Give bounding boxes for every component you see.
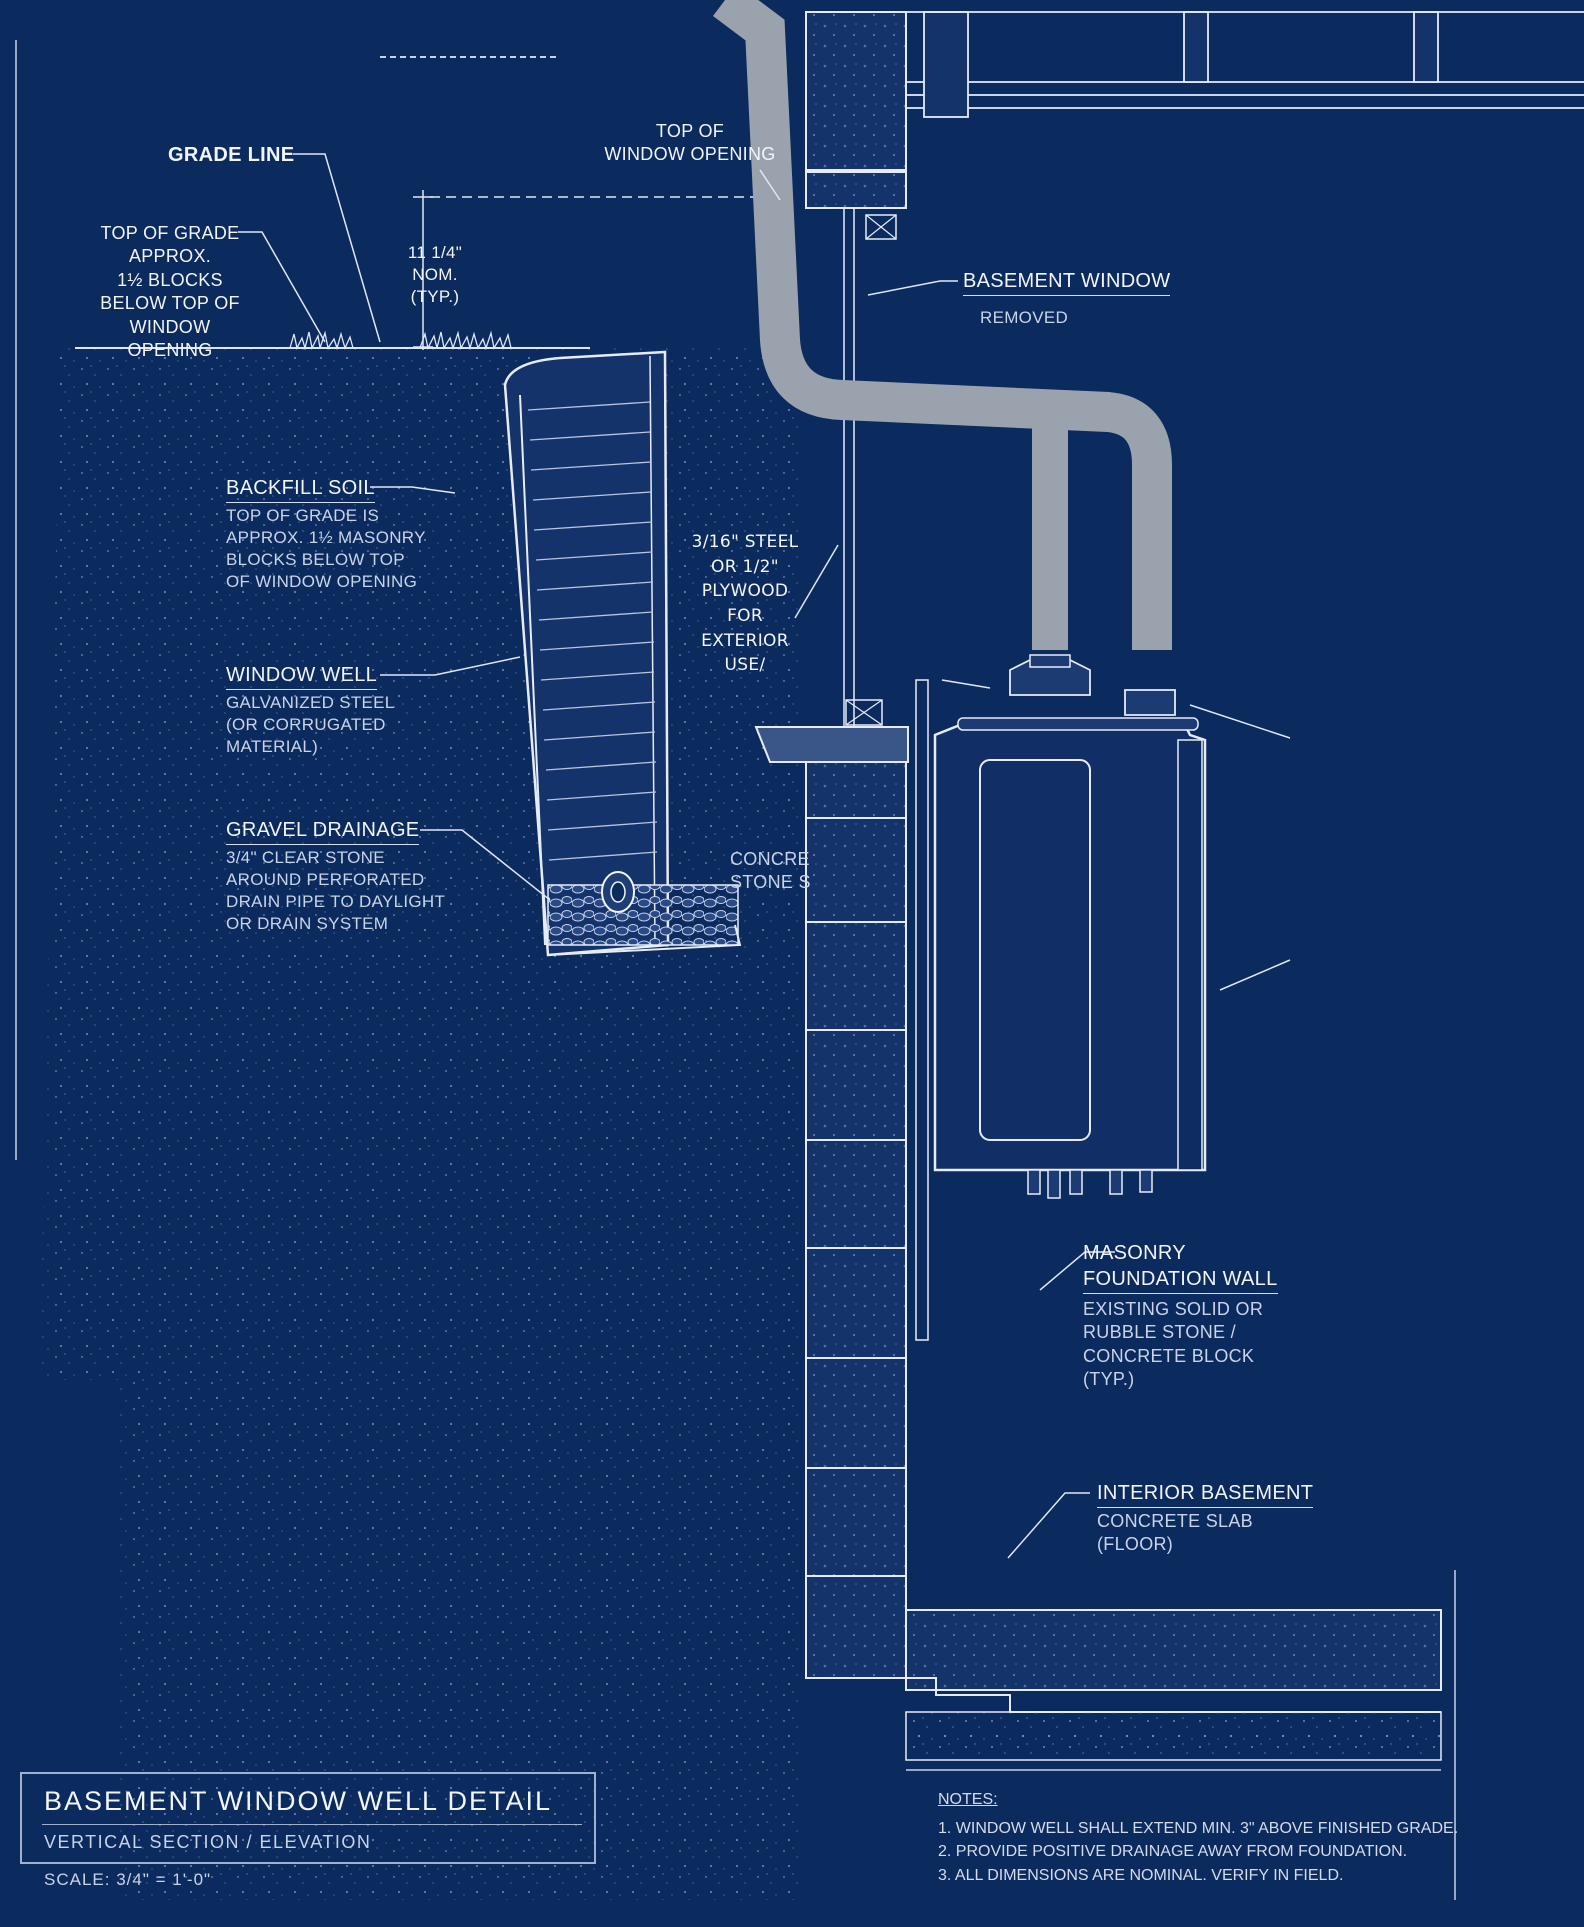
basement-slab: [905, 1570, 1456, 1900]
note-item: 1. WINDOW WELL SHALL EXTEND MIN. 3" ABOV…: [938, 1820, 1459, 1838]
backfill-soil-sub: TOP OF GRADE IS APPROX. 1½ MASONRY BLOCK…: [226, 506, 426, 592]
notes-block: NOTES: 1. WINDOW WELL SHALL EXTEND MIN. …: [938, 1788, 1458, 1887]
grade-line-label: GRADE LINE: [168, 144, 295, 166]
grade-line: [75, 330, 590, 351]
drawing-scale: SCALE: 3/4" = 1'-0": [44, 1870, 212, 1889]
interior-basement-sub: CONCRETE SLAB (FLOOR): [1097, 1511, 1253, 1555]
dimension-label: 11 1/4" NOM. (TYP.): [407, 243, 463, 307]
drawing-subtitle: VERTICAL SECTION / ELEVATION: [44, 1832, 372, 1852]
backfill-soil-label: BACKFILL SOIL: [226, 475, 375, 503]
note-item: 3. ALL DIMENSIONS ARE NOMINAL. VERIFY IN…: [938, 1866, 1344, 1884]
basement-window-label: BASEMENT WINDOW: [963, 268, 1171, 296]
window-sill: [754, 699, 909, 763]
floor-framing: [906, 11, 1584, 118]
top-of-window-opening-label: TOP OF WINDOW OPENING: [604, 121, 776, 165]
notes-title: NOTES:: [938, 1791, 998, 1808]
mounting-board: [915, 679, 929, 1341]
masonry-wall-sub: EXISTING SOLID OR RUBBLE STONE / CONCRET…: [1083, 1299, 1264, 1390]
masonry-foundation-wall: [805, 761, 907, 1679]
window-well: [503, 350, 742, 957]
top-of-grade-note: TOP OF GRADE APPROX. 1½ BLOCKS BELOW TOP…: [100, 223, 240, 360]
window-header: [805, 11, 907, 240]
window-well-sub: GALVANIZED STEEL (OR CORRUGATED MATERIAL…: [226, 693, 395, 757]
masonry-wall-label: MASONRY FOUNDATION WALL: [1083, 1240, 1278, 1294]
note-item: 2. PROVIDE POSITIVE DRAINAGE AWAY FROM F…: [938, 1843, 1408, 1861]
wall-mounted-appliance: [930, 650, 1350, 1240]
gravel-drainage-sub: 3/4" CLEAR STONE AROUND PERFORATED DRAIN…: [226, 848, 446, 934]
basement-window-sub: REMOVED: [980, 308, 1069, 327]
title-block: BASEMENT WINDOW WELL DETAIL VERTICAL SEC…: [20, 1772, 596, 1864]
leader-lines: [238, 153, 1291, 1559]
dimension-marker: [413, 190, 790, 350]
drawing-title: BASEMENT WINDOW WELL DETAIL: [44, 1786, 553, 1816]
vent-pipe: [713, 0, 1172, 688]
gravel-drainage-label: GRAVEL DRAINAGE: [226, 817, 420, 845]
window-well-label: WINDOW WELL: [226, 662, 378, 690]
interior-basement-label: INTERIOR BASEMENT: [1097, 1480, 1314, 1508]
steel-plywood-label: 3/16" STEEL OR 1/2" PLYWOOD FOR EXTERIOR…: [691, 532, 799, 676]
concrete-stone-label: CONCRE STONE S: [730, 849, 811, 893]
